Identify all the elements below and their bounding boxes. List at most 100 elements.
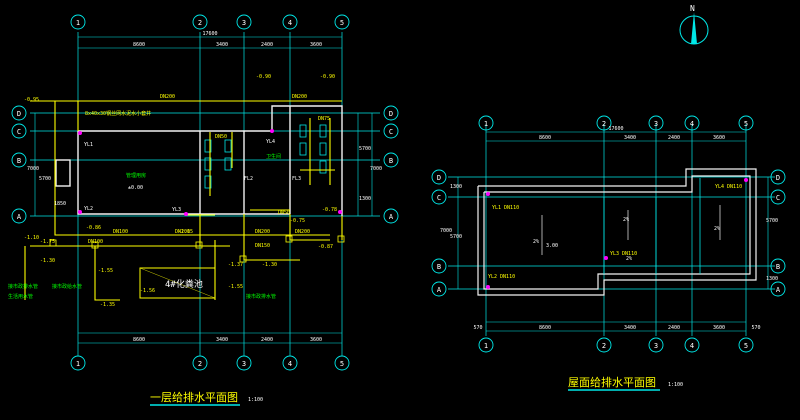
plan1-col-label: 1 — [76, 360, 80, 368]
pipe-label: DN150 — [255, 243, 270, 249]
fixture-label: YL4 — [266, 139, 275, 145]
roof-elevation: 3.00 — [546, 243, 558, 249]
green-note: 接市政排水管 — [246, 293, 276, 300]
level-mark: -1.55 — [228, 284, 243, 290]
fixture-label: FL2 — [244, 176, 253, 182]
plan2-dimension-text: 17600 8600 3400 2400 3600 8600 3400 2400… — [440, 126, 778, 331]
slope-label: 2% — [714, 226, 720, 232]
plan2-col-label: 2 — [602, 342, 606, 350]
plan2-col-label: 2 — [602, 120, 606, 128]
plan1-col-label: 2 — [198, 360, 202, 368]
plan1-col-label: 1 — [76, 19, 80, 27]
plan1-axis-labels: 1 2 3 4 5 1 2 3 4 5 D C B A D C B A — [17, 19, 394, 368]
plan2-title: 屋面给排水平面图 — [568, 375, 656, 389]
plan2-dimension-lines — [457, 131, 769, 332]
plan2-dim-bottom-small: 570 — [473, 325, 482, 331]
plan1-row-label: C — [17, 128, 21, 136]
pipe-label: DN200 — [292, 94, 307, 100]
plan1-dim-bottom: 3400 — [216, 337, 228, 343]
plan1-dim-top: 3400 — [216, 42, 228, 48]
plan1-dim-bottom: 3600 — [310, 337, 322, 343]
plan1-row-label: C — [389, 128, 393, 136]
plan2-row-label: B — [776, 263, 780, 271]
plan1-dim-right: 7000 — [370, 166, 382, 172]
plan1-row-label: D — [389, 110, 393, 118]
plan2-axis-labels: 1 2 3 4 5 1 2 3 4 5 D C B A D C B A — [437, 120, 781, 350]
plan1-row-label: A — [17, 213, 22, 221]
plan2-col-label: 4 — [690, 120, 694, 128]
plan1-col-label: 2 — [198, 19, 202, 27]
pipe-label: DN200 — [295, 229, 310, 235]
plan1-title-block: 一层给排水平面图 1:100 — [150, 390, 263, 406]
plan1-row-label: A — [389, 213, 394, 221]
plan1-col-label: 4 — [288, 19, 292, 27]
fixture-label: YL2 — [84, 206, 93, 212]
plan1-room-labels: 8x40x30钢丝网水泥水小套井 管理用房 ±0.00 卫生间 — [85, 110, 281, 191]
plan2-dim-left: 5700 — [450, 234, 462, 240]
plan1-dim-top: 2400 — [261, 42, 273, 48]
plan2-slope-labels: 2% 2% 2% 2% 3.00 — [533, 217, 720, 262]
level-mark: -0.95 — [24, 97, 39, 103]
plan1-row-label: B — [389, 157, 393, 165]
slope-label: 2% — [626, 256, 632, 262]
plan2-dim-right: 5700 — [766, 218, 778, 224]
plan1-col-label: 4 — [288, 360, 292, 368]
green-note: 接市政排水管 — [8, 283, 38, 290]
plan2-col-label: 5 — [744, 120, 748, 128]
pipe-label: DN200 — [255, 229, 270, 235]
plan2-dim-bottom-small: 570 — [751, 325, 760, 331]
fixture-label: YL1 — [84, 142, 93, 148]
plan1-green-notes: 接市政排水管 接市政给水管 生活用水管 接市政排水管 — [8, 283, 276, 300]
plan2-row-label: D — [776, 174, 780, 182]
plan1-dim-top: 3600 — [310, 42, 322, 48]
level-mark: -0.75 — [290, 218, 305, 224]
plan2-dim-bottom: 2400 — [668, 325, 680, 331]
level-mark: -1.30 — [262, 262, 277, 268]
plan1-col-label: 3 — [242, 19, 246, 27]
room-label: ±0.00 — [128, 185, 143, 191]
level-mark: -1.75 — [40, 239, 55, 245]
plan1-dim-left: 1850 — [54, 201, 66, 207]
plan1-overall-dim: 17600 — [202, 31, 217, 37]
plan2-title-block: 屋面给排水平面图 1:100 — [568, 375, 683, 391]
plan2-col-label: 4 — [690, 342, 694, 350]
plan1-col-label: 5 — [340, 19, 344, 27]
plan2-roof-drains — [486, 178, 748, 289]
drain-label: YL4 DN110 — [715, 184, 742, 190]
plan2-row-label: D — [437, 174, 441, 182]
slope-label: 2% — [533, 239, 539, 245]
plan2-overall-dim: 17600 — [608, 126, 623, 132]
plan2-dim-top: 2400 — [668, 135, 680, 141]
level-mark: -1.15 — [178, 229, 193, 235]
plan2-col-label: 5 — [744, 342, 748, 350]
pipe-label: DN200 — [175, 229, 190, 235]
plan2-dim-left: 1300 — [450, 184, 462, 190]
roof-gutters — [603, 178, 701, 274]
drain-label: YL3 DN110 — [610, 251, 637, 257]
pipe-label: DN100 — [113, 229, 128, 235]
plan2-col-label: 1 — [484, 120, 488, 128]
plan2-dim-bottom: 3400 — [624, 325, 636, 331]
slope-label: 2% — [623, 217, 629, 223]
roof-outline — [477, 168, 757, 296]
pipe-label: DN50 — [278, 210, 290, 216]
plan1-riser-points — [78, 129, 342, 216]
drain-label: YL2 DN110 — [488, 274, 515, 280]
plan1-dimension-lines — [34, 36, 373, 344]
fixture-label: YL3 — [172, 207, 181, 213]
level-mark: -0.78 — [322, 207, 337, 213]
plan1-fixture-labels: YL1 YL2 YL3 YL4 FL2 FL3 — [84, 139, 301, 213]
plan1-row-label: B — [17, 157, 21, 165]
plan2-dim-top: 3400 — [624, 135, 636, 141]
pipe-label: DN75 — [318, 116, 330, 122]
plan1-dimension-text: 17600 8600 3400 2400 3600 8600 3400 2400… — [27, 31, 382, 343]
septic-tank: 4#化粪池 — [139, 267, 216, 299]
plan1-walls — [55, 105, 343, 216]
room-label: 管理用房 — [126, 172, 146, 179]
plan1-dim-right: 1300 — [359, 196, 371, 202]
plan1-pipes — [24, 100, 343, 301]
plan1-dim-right: 5700 — [359, 146, 371, 152]
level-mark: -1.30 — [40, 258, 55, 264]
plan2-dim-top: 3600 — [713, 135, 725, 141]
